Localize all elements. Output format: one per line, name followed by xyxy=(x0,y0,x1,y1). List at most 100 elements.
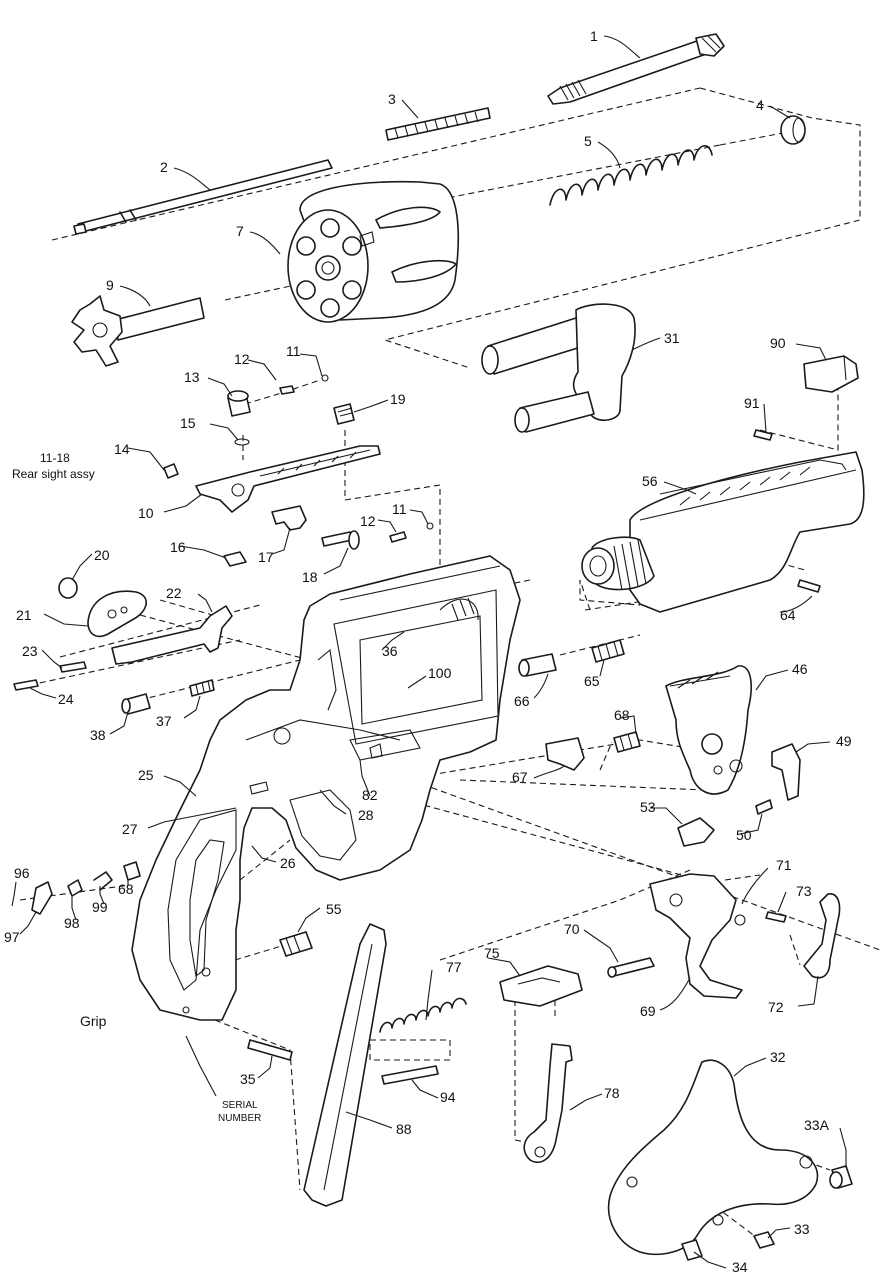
label-part-21: 21 xyxy=(16,607,32,623)
label-part-17: 17 xyxy=(258,549,274,565)
part-33-34-screws xyxy=(681,1165,853,1261)
diagram-notes: 11-18 Rear sight assy Grip SERIAL NUMBER xyxy=(12,451,261,1124)
part-75-rebound-slide xyxy=(499,965,583,1007)
label-part-27: 27 xyxy=(122,821,138,837)
part-25-frame xyxy=(131,555,521,1021)
label-part-28: 28 xyxy=(358,807,374,823)
label-part-34: 34 xyxy=(732,1259,748,1275)
label-part-3: 3 xyxy=(388,91,396,107)
part-88-mainspring xyxy=(303,923,387,1207)
label-part-66: 66 xyxy=(514,693,530,709)
label-part-31: 31 xyxy=(664,330,680,346)
label-part-19: 19 xyxy=(390,391,406,407)
label-part-18: 18 xyxy=(302,569,318,585)
label-part-5: 5 xyxy=(584,133,592,149)
label-part-82: 82 xyxy=(362,787,378,803)
label-part-46: 46 xyxy=(792,661,808,677)
label-part-16: 16 xyxy=(170,539,186,555)
label-part-10: 10 xyxy=(138,505,154,521)
label-part-53: 53 xyxy=(640,799,656,815)
label-part-22: 22 xyxy=(166,585,182,601)
part-9-extractor xyxy=(71,295,205,367)
part-90-front-sight xyxy=(803,355,859,393)
label-part-12a: 12 xyxy=(234,351,250,367)
label-part-56: 56 xyxy=(642,473,658,489)
part-49-50-sear xyxy=(755,743,801,815)
part-5-spring xyxy=(549,145,713,206)
label-part-2: 2 xyxy=(160,159,168,175)
part-91-pin xyxy=(753,429,773,441)
label-part-72: 72 xyxy=(768,999,784,1015)
label-part-37: 37 xyxy=(156,713,172,729)
part-2-center-pin xyxy=(73,159,333,235)
part-1-extractor-rod xyxy=(547,33,725,105)
label-part-23: 23 xyxy=(22,643,38,659)
label-part-33A: 33A xyxy=(804,1117,830,1133)
label-part-96: 96 xyxy=(14,865,30,881)
label-part-88: 88 xyxy=(396,1121,412,1137)
note-serial-line2: NUMBER xyxy=(218,1113,261,1124)
part-3-spring xyxy=(385,107,491,141)
part-77-spring xyxy=(379,997,467,1033)
part-56-barrel xyxy=(581,451,865,613)
label-part-90: 90 xyxy=(770,335,786,351)
label-part-7: 7 xyxy=(236,223,244,239)
part-55-35-screw-pin xyxy=(247,931,313,1061)
label-part-11a: 11 xyxy=(286,343,301,359)
label-part-38: 38 xyxy=(90,727,106,743)
label-part-15: 15 xyxy=(180,415,196,431)
part-7-cylinder xyxy=(287,180,460,323)
label-part-64: 64 xyxy=(780,607,796,623)
note-grip: Grip xyxy=(80,1013,107,1029)
label-part-65: 65 xyxy=(584,673,600,689)
label-part-50: 50 xyxy=(736,827,752,843)
note-serial-line1: SERIAL xyxy=(222,1100,258,1111)
label-part-35: 35 xyxy=(240,1071,256,1087)
label-part-11b: 11 xyxy=(392,501,407,517)
label-part-1: 1 xyxy=(590,28,598,44)
note-rear-sight-range: 11-18 xyxy=(40,451,70,465)
label-part-32: 32 xyxy=(770,1049,786,1065)
label-part-49: 49 xyxy=(836,733,852,749)
label-part-14: 14 xyxy=(114,441,130,457)
label-part-91: 91 xyxy=(744,395,760,411)
label-part-100: 100 xyxy=(428,665,452,681)
label-part-13: 13 xyxy=(184,369,200,385)
part-65-66-plunger-spring xyxy=(518,639,625,677)
label-part-73: 73 xyxy=(796,883,812,899)
label-part-68b: 68 xyxy=(118,881,134,897)
part-46-hammer xyxy=(665,665,752,795)
leader-lines xyxy=(11,35,847,1269)
label-part-68: 68 xyxy=(614,707,630,723)
label-part-12b: 12 xyxy=(360,513,376,529)
label-part-24: 24 xyxy=(58,691,74,707)
label-part-75: 75 xyxy=(484,945,500,961)
part-4-bushing xyxy=(780,115,806,145)
label-part-33: 33 xyxy=(794,1221,810,1237)
label-part-77: 77 xyxy=(446,959,462,975)
label-part-71: 71 xyxy=(776,857,792,873)
part-67-68-bolt-spring xyxy=(545,731,641,771)
label-part-25: 25 xyxy=(138,767,154,783)
part-94-pin xyxy=(381,1065,439,1085)
label-part-97: 97 xyxy=(4,929,20,945)
label-part-4: 4 xyxy=(756,97,764,113)
label-part-69: 69 xyxy=(640,1003,656,1019)
part-96-99-small-parts xyxy=(31,861,141,915)
label-part-70: 70 xyxy=(564,921,580,937)
part-32-grip-panel xyxy=(607,1059,819,1256)
part-rear-sight-assembly xyxy=(163,374,434,567)
label-part-78: 78 xyxy=(604,1085,620,1101)
label-part-26: 26 xyxy=(280,855,296,871)
label-part-55: 55 xyxy=(326,901,342,917)
label-part-20: 20 xyxy=(94,547,110,563)
part-78-hammer-block xyxy=(523,1043,573,1164)
label-part-36: 36 xyxy=(382,643,398,659)
label-part-99: 99 xyxy=(92,899,108,915)
part-53-hand xyxy=(677,817,715,847)
label-part-94: 94 xyxy=(440,1089,456,1105)
part-number-labels: 1 2 3 4 5 7 9 31 90 91 56 64 65 66 46 49… xyxy=(4,28,852,1275)
note-rear-sight-name: Rear sight assy xyxy=(12,467,95,481)
label-part-67: 67 xyxy=(512,769,528,785)
